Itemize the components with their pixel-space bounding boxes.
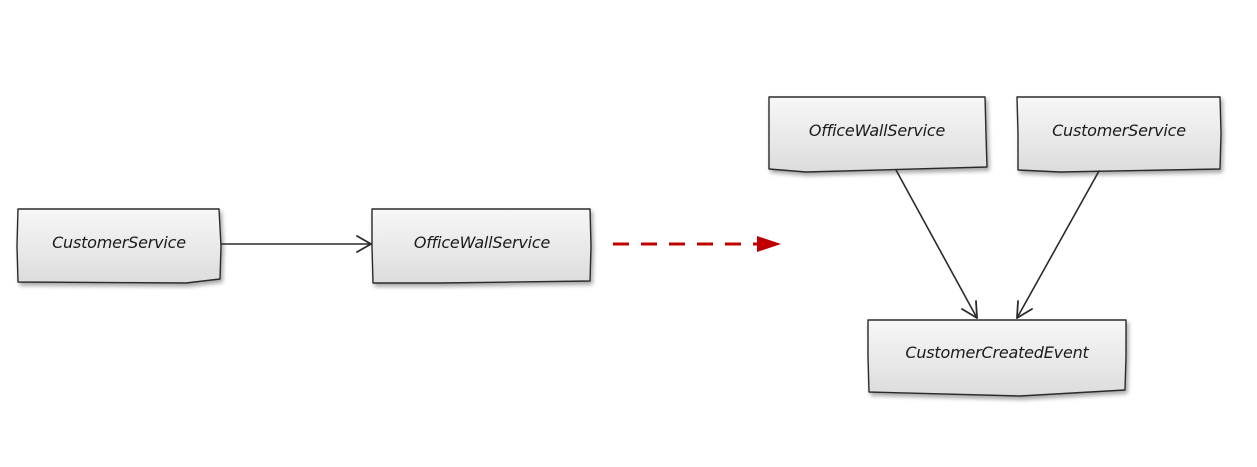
node-box <box>371 208 592 284</box>
edge-customer-to-officewall <box>220 235 372 253</box>
transition-arrow <box>613 236 781 252</box>
node-box <box>16 208 222 284</box>
node-office-wall-service-after: OfficeWallService <box>768 96 988 173</box>
node-customer-created-event: CustomerCreatedEvent <box>867 319 1127 397</box>
after-group: OfficeWallService CustomerService Custom… <box>768 96 1222 397</box>
node-office-wall-service-before: OfficeWallService <box>371 208 592 284</box>
before-group: CustomerService OfficeWallService <box>16 208 592 284</box>
node-box <box>867 319 1127 397</box>
arrowhead <box>1016 300 1033 319</box>
node-label: CustomerService <box>52 233 186 252</box>
node-label: CustomerCreatedEvent <box>905 343 1089 362</box>
node-label: CustomerService <box>1052 121 1186 140</box>
edge-officewall-to-event <box>895 169 978 319</box>
node-customer-service-before: CustomerService <box>16 208 222 284</box>
node-box <box>1016 96 1222 173</box>
arrowhead <box>356 235 372 253</box>
node-label: OfficeWallService <box>414 233 551 252</box>
arrowhead <box>961 300 978 319</box>
transition-arrowhead <box>757 236 781 252</box>
node-customer-service-after: CustomerService <box>1016 96 1222 173</box>
node-label: OfficeWallService <box>809 121 946 140</box>
edge-customer-to-event <box>1016 170 1100 319</box>
